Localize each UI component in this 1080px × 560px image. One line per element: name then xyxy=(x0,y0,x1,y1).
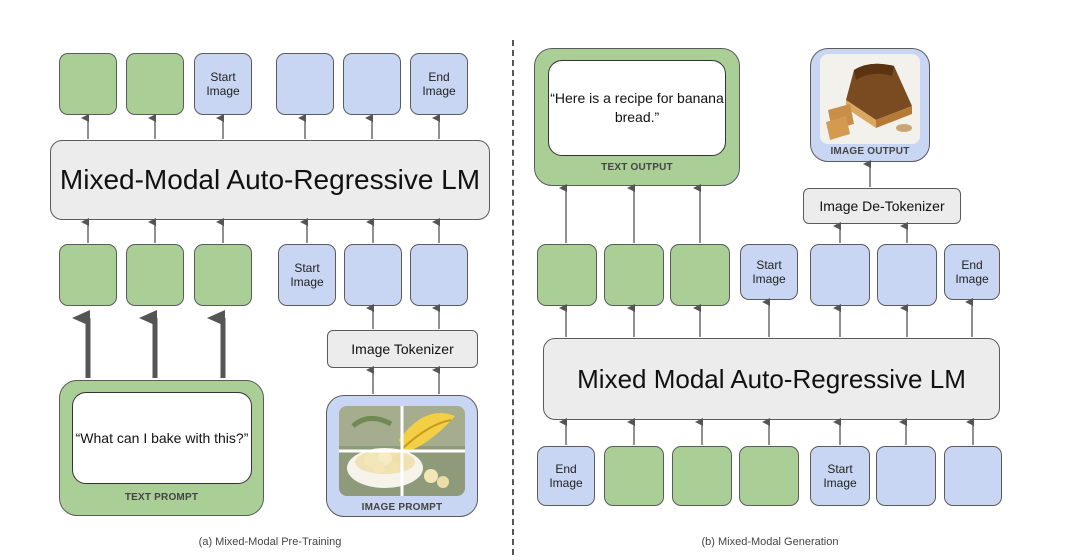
banana-bread-photo xyxy=(820,54,920,144)
left-bottom-text-token-1 xyxy=(59,244,117,306)
left-bottom-image-token-1 xyxy=(344,244,402,306)
right-bottom-image-token-2 xyxy=(944,446,1002,506)
thin-arrows xyxy=(81,114,974,445)
right-top-end-image-token: End Image xyxy=(944,244,1000,300)
left-bottom-start-image-token: Start Image xyxy=(278,244,336,306)
image-tokenizer: Image Tokenizer xyxy=(327,330,478,368)
right-bottom-text-token-2 xyxy=(672,446,732,506)
text-output-caption: TEXT OUTPUT xyxy=(601,162,673,173)
right-bottom-text-token-1 xyxy=(604,446,664,506)
left-bottom-image-token-2 xyxy=(410,244,468,306)
right-top-text-token-2 xyxy=(604,244,664,306)
image-detokenizer: Image De-Tokenizer xyxy=(803,188,961,224)
left-bottom-text-token-2 xyxy=(126,244,184,306)
text-prompt-caption: TEXT PROMPT xyxy=(124,492,199,503)
left-lm-block: Mixed-Modal Auto-Regressive LM xyxy=(50,140,490,220)
right-bottom-start-image-token: Start Image xyxy=(810,446,870,506)
banana-photo xyxy=(339,406,465,496)
right-top-start-image-token: Start Image xyxy=(740,244,798,300)
image-output-caption: IMAGE OUTPUT xyxy=(830,146,910,157)
right-bottom-image-token-1 xyxy=(876,446,936,506)
right-top-image-token-2 xyxy=(877,244,937,306)
left-bottom-text-token-3 xyxy=(194,244,252,306)
right-lm-block: Mixed Modal Auto-Regressive LM xyxy=(543,338,1000,420)
left-top-text-token-2 xyxy=(126,53,184,115)
image-prompt-caption: IMAGE PROMPT xyxy=(361,502,443,513)
right-top-text-token-1 xyxy=(537,244,597,306)
caption-b: (b) Mixed-Modal Generation xyxy=(701,536,839,548)
text-prompt: “What can I bake with this?” xyxy=(72,392,252,484)
thick-arrows xyxy=(72,310,226,378)
panel-divider xyxy=(512,40,514,555)
right-top-image-token-1 xyxy=(810,244,870,306)
right-bottom-text-token-3 xyxy=(739,446,799,506)
text-output: “Here is a recipe for banana bread.” xyxy=(548,60,726,156)
right-bottom-end-image-token: End Image xyxy=(537,446,595,506)
left-top-text-token-1 xyxy=(59,53,117,115)
caption-a: (a) Mixed-Modal Pre-Training xyxy=(198,536,342,548)
right-top-text-token-3 xyxy=(670,244,730,306)
